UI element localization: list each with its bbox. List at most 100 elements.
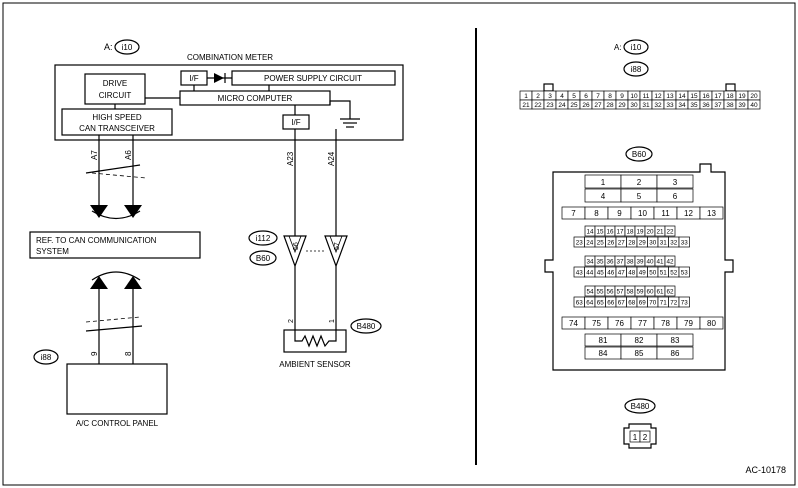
b60-pin-label: 53 [681,270,689,277]
b60-pin-label: 86 [671,349,680,358]
can-transceiver-box [61,108,173,136]
b60-pin-label: 11 [661,209,670,218]
if-label-top: I/F [189,74,198,83]
b60-pin-label: 80 [707,319,716,328]
i88-pin-label: 32 [654,102,662,109]
twist-dashed [91,172,147,179]
can-transceiver-line2: CAN TRANSCEIVER [79,124,155,133]
b60-pin-label: 14 [586,229,594,236]
b60-connector-oval-left [249,250,277,266]
wire-9-label: 9 [90,351,99,356]
b60-pin-label: 50 [649,270,657,277]
b60-pin-label: 13 [707,209,716,218]
twist2-dashed [85,316,141,323]
b60-pin-label: 79 [684,319,693,328]
micro-computer-label: MICRO COMPUTER [218,94,293,103]
b60-pin-label: 40 [646,259,654,266]
i88-pin-label: 34 [678,102,686,109]
terminal-57-label: 57 [334,242,341,250]
b60-pin-label: 57 [616,289,624,296]
b60-pin-label: 64 [586,300,594,307]
right-meter-ref: A: [614,43,622,52]
i88-pin-label: 17 [714,93,722,100]
b60-pin-label: 71 [660,300,668,307]
b60-pin-label: 2 [637,178,642,187]
b60-pin [678,266,690,278]
b60-pin-label: 6 [673,192,678,201]
b60-pin-label: 60 [646,289,654,296]
i88-pin-label: 14 [678,93,686,100]
pin-1-label: 1 [329,319,336,323]
b60-pin [656,174,694,189]
i88-pin-label: 4 [560,93,564,100]
i88-connector-oval [33,349,59,365]
meter-title: COMBINATION METER [187,53,273,62]
ac-control-panel-box [66,363,168,415]
i88-pin-label: 39 [738,102,746,109]
b60-pin-label: 74 [569,319,578,328]
b60-pin-label: 59 [636,289,644,296]
b60-pin-label: 72 [670,300,678,307]
i88-pin-label: 3 [548,93,552,100]
wire-8-label: 8 [124,351,133,356]
i88-pin-label: 20 [750,93,758,100]
b60-pin-label: 81 [599,336,608,345]
arrow-up-8 [124,276,142,289]
b60-pin-label: 37 [616,259,624,266]
i10-connector-label: i10 [122,43,133,52]
b60-pin-label: 46 [607,270,615,277]
b60-pin-label: 36 [606,259,614,266]
ac-control-panel-label: A/C CONTROL PANEL [76,419,159,428]
b60-pin-label: 84 [599,349,608,358]
b60-pin-label: 85 [635,349,644,358]
b60-pin [656,333,694,347]
b60-pin [664,225,676,237]
twist-solid [85,164,141,174]
i88-pin-label: 27 [594,102,602,109]
i88-pin-label: 7 [596,93,600,100]
b60-pin-label: 1 [601,178,606,187]
if-label-bottom: I/F [291,118,300,127]
arrow-down-a6 [124,205,142,218]
b60-pin-label: 16 [606,229,614,236]
b60-pin-label: 76 [615,319,624,328]
b60-pin-label: 56 [606,289,614,296]
b60-pin-label: 15 [596,229,604,236]
meter-ref: A: [104,42,113,52]
b60-pin-label: 26 [607,240,615,247]
right-b480-oval [624,398,656,414]
i88-pin-label: 38 [726,102,734,109]
b60-pin-label: 77 [638,319,647,328]
if-box-bottom [282,114,310,130]
pin-2-label: 2 [288,319,295,323]
right-b480-label: B480 [631,402,650,411]
b480-pin-1-label: 1 [633,433,638,442]
b60-pin-label: 39 [636,259,644,266]
i88-pin-label: 6 [584,93,588,100]
twist2-solid [85,325,143,332]
b60-pin-label: 66 [607,300,615,307]
b60-pin-label: 23 [576,240,584,247]
b60-pin-label: 41 [656,259,664,266]
i112-connector-label: i112 [256,234,271,243]
b60-pin-label: 8 [594,209,599,218]
b480-connector-oval [350,318,382,334]
i88-pin-label: 37 [714,102,722,109]
b60-pin-label: 68 [628,300,636,307]
right-i10-oval [623,39,649,55]
b60-pin-label: 22 [666,229,674,236]
b60-pin-label: 33 [681,240,689,247]
b60-pin-label: 12 [684,209,693,218]
right-i88-oval [623,61,649,77]
b60-pin-label: 54 [586,289,594,296]
b60-pin-label: 28 [628,240,636,247]
b60-pin-label: 49 [639,270,647,277]
b60-pin-label: 31 [660,240,668,247]
b60-pin-label: 20 [646,229,654,236]
can-ref-line1: REF. TO CAN COMMUNICATION [36,236,157,245]
b60-pin-label: 18 [626,229,634,236]
